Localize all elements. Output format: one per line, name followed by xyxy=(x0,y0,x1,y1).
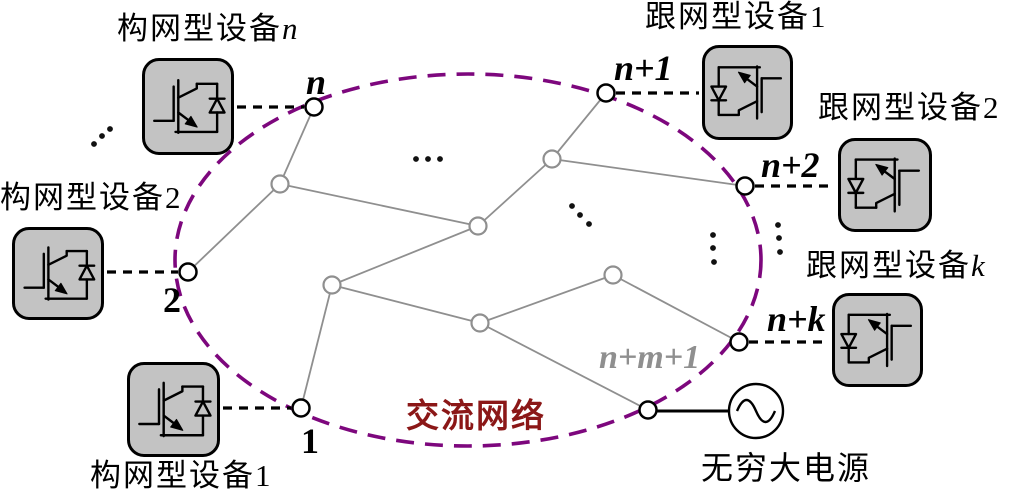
network-edge-i5-i6 xyxy=(479,274,614,324)
bus-node-n+m+1 xyxy=(638,400,658,420)
bus-node-n+1 xyxy=(596,83,616,103)
bus-node-n xyxy=(304,97,324,117)
ellipsis-dot xyxy=(711,259,717,265)
igbt-converter-icon xyxy=(153,78,226,135)
node-label-n+2: n+2 xyxy=(761,145,820,185)
device-label-gfm-2: 构网型设备2 xyxy=(0,180,183,215)
network-edge-i5-n+m+1 xyxy=(479,322,649,411)
igbt-converter-icon xyxy=(138,381,212,438)
label-text: 构网型设备2 xyxy=(0,180,183,215)
ellipsis-dot xyxy=(569,203,575,209)
ellipsis-dot xyxy=(586,221,592,227)
ellipsis-dot xyxy=(577,212,583,218)
label-var: n xyxy=(282,11,300,46)
bus-node-n+k xyxy=(729,332,749,352)
network-edge-i6-n+k xyxy=(612,274,740,343)
ellipsis-dot xyxy=(775,222,781,228)
device-label-gfl-2: 跟网型设备2 xyxy=(818,90,1001,125)
node-label-n: n xyxy=(306,62,327,102)
bus-node-1 xyxy=(291,398,311,418)
ellipsis-dot xyxy=(710,245,716,251)
network-edge-i4-1 xyxy=(300,284,333,409)
grid-forming-device-2 xyxy=(12,227,104,320)
node-label-2: 2 xyxy=(163,280,181,320)
grid-forming-device-n xyxy=(142,58,234,155)
label-text: 跟网型设备1 xyxy=(645,0,828,34)
bus-node-i5 xyxy=(470,313,490,333)
bus-node-i1 xyxy=(270,174,290,194)
bus-node-i6 xyxy=(603,265,623,285)
bus-node-i4 xyxy=(322,275,342,295)
ellipsis-dot xyxy=(437,156,443,162)
ac-network-boundary xyxy=(173,72,763,448)
device-label-gfm-n: 构网型设备n xyxy=(117,11,300,46)
ellipsis-dot xyxy=(91,141,97,147)
igbt-converter-icon-mirrored xyxy=(847,157,921,213)
device-label-gfl-1: 跟网型设备1 xyxy=(645,0,828,34)
label-text: 跟网型设备2 xyxy=(818,90,1001,125)
ellipsis-dot xyxy=(776,235,782,241)
grid-following-device-k xyxy=(832,293,923,387)
bus-node-2 xyxy=(178,262,198,282)
igbt-converter-icon-mirrored xyxy=(840,312,913,368)
igbt-converter-icon xyxy=(23,246,96,301)
ellipsis-dot xyxy=(107,126,113,132)
infinite-source-label: 无穷大电源 xyxy=(701,450,872,486)
grid-forming-device-1 xyxy=(127,362,220,457)
bus-node-n+2 xyxy=(735,176,755,196)
label-text: 跟网型设备 xyxy=(806,248,971,283)
network-edge-n-i1 xyxy=(279,106,315,185)
bus-node-i3 xyxy=(542,149,562,169)
node-label-n+m+1: n+m+1 xyxy=(599,339,701,376)
device-label-gfl-k: 跟网型设备k xyxy=(806,248,987,283)
node-label-1: 1 xyxy=(301,421,319,461)
node-label-n+1: n+1 xyxy=(614,48,673,88)
node-label-n+k: n+k xyxy=(767,299,826,339)
network-edge-i1-i2 xyxy=(279,183,479,227)
network-edge-i3-n+2 xyxy=(551,158,746,187)
label-text: 构网型设备1 xyxy=(90,458,273,493)
network-edge-i4-i5 xyxy=(331,284,481,324)
grid-following-device-2 xyxy=(838,138,932,232)
grid-following-device-1 xyxy=(702,45,793,140)
network-edge-i3-n+1 xyxy=(551,92,607,160)
ellipsis-dot xyxy=(777,249,783,255)
network-edge-i2-i3 xyxy=(477,158,553,227)
igbt-converter-icon-mirrored xyxy=(710,65,783,120)
network-edge-i1-2 xyxy=(187,183,281,273)
label-var: k xyxy=(971,248,987,283)
ellipsis-dot xyxy=(99,133,105,139)
device-label-gfm-1: 构网型设备1 xyxy=(90,458,273,493)
sine-wave-icon xyxy=(735,398,777,424)
ac-network-label: 交流网络 xyxy=(406,399,546,435)
ellipsis-dot xyxy=(425,156,431,162)
bus-node-i2 xyxy=(468,216,488,236)
ellipsis-dot xyxy=(413,156,419,162)
network-edge-i2-i4 xyxy=(331,225,479,286)
label-text: 构网型设备 xyxy=(117,11,282,46)
ellipsis-dot xyxy=(710,232,716,238)
